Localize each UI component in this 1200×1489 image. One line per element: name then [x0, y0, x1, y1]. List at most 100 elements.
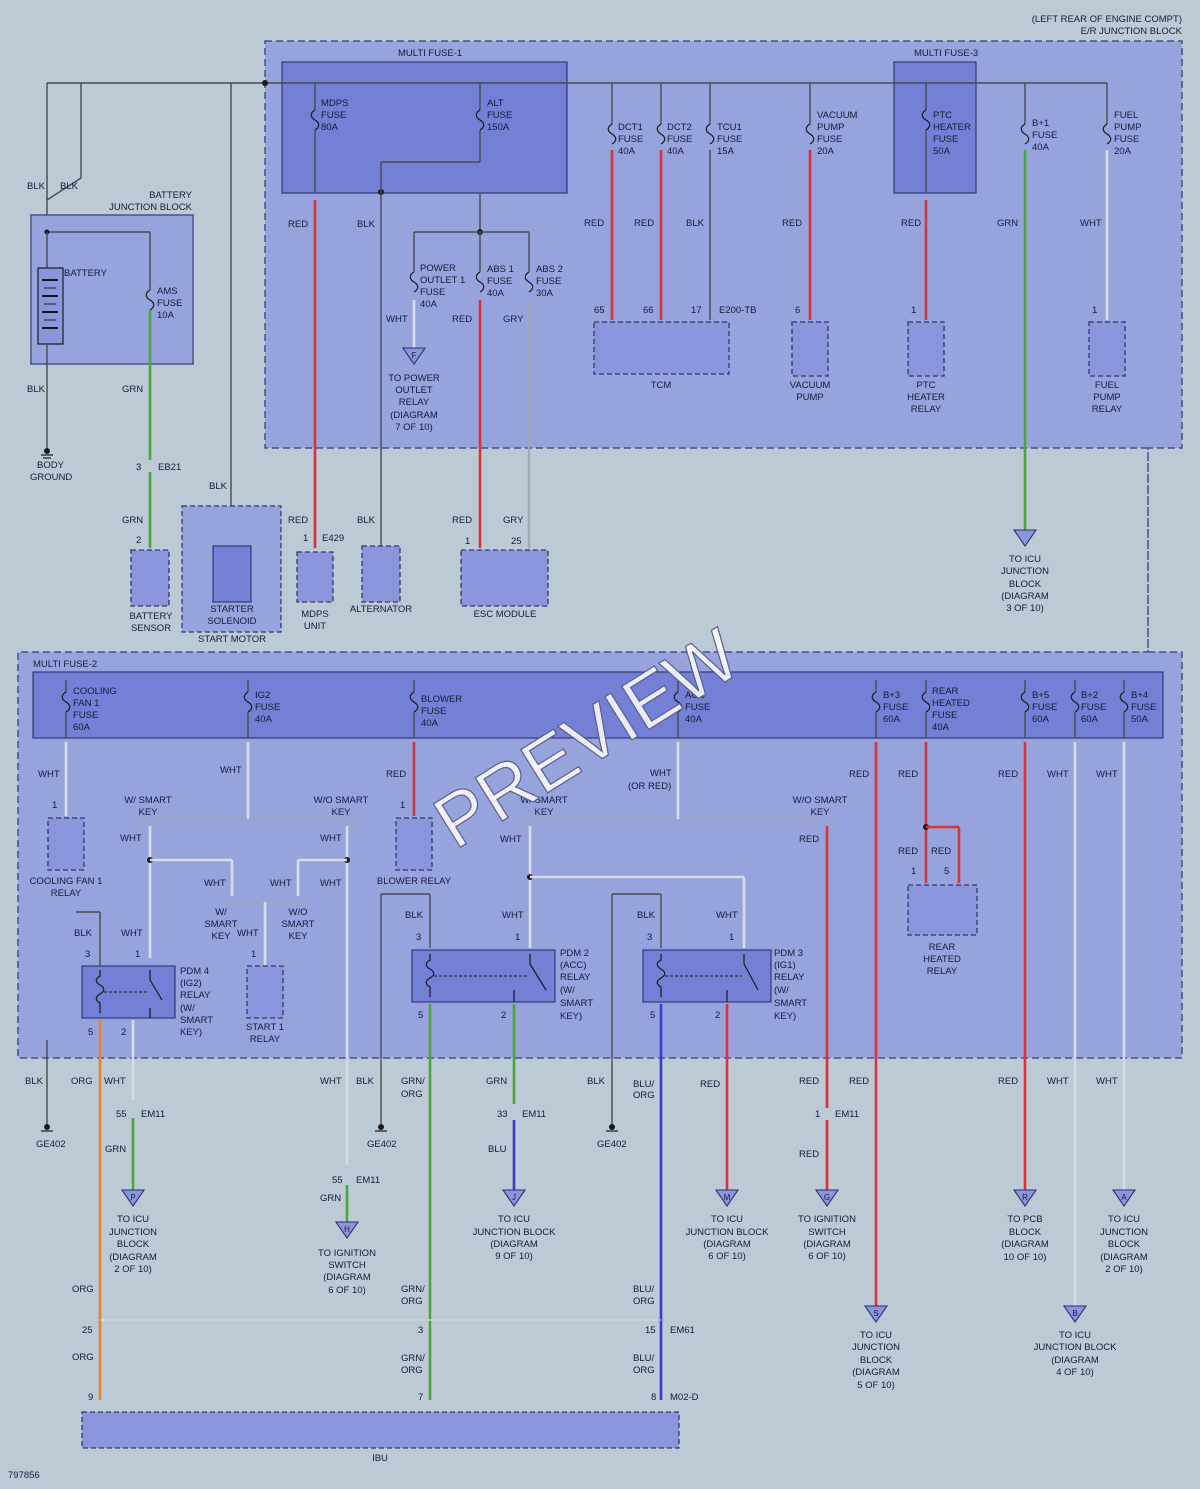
b1-fuse-1: B+1	[1032, 118, 1049, 129]
pin-3-eb21: 3	[136, 462, 141, 473]
wire-color-red-abs1-2: RED	[452, 515, 472, 526]
wire-color-red-m: RED	[700, 1079, 720, 1090]
ams-fuse-line-1: AMS	[157, 286, 178, 297]
without-smart-key-b2: KEY	[810, 807, 830, 818]
pin-1-cooling: 1	[52, 800, 57, 811]
wo-smart-short-3: KEY	[288, 931, 308, 942]
wire-color-red-mdps: RED	[288, 219, 308, 230]
battery-sensor-line-1: BATTERY	[130, 611, 174, 622]
dest-ign-h-4: 6 OF 10)	[328, 1285, 366, 1296]
start1-relay-2: RELAY	[250, 1034, 281, 1045]
tcm-label: TCM	[651, 380, 672, 391]
er-junction-block-region	[17, 40, 1183, 1059]
pdm3-relay-icon	[656, 954, 759, 1002]
b2-fuse-2: FUSE	[1081, 702, 1106, 713]
pin-9-ibu: 9	[88, 1392, 93, 1403]
pin-3-pdm2: 3	[416, 932, 421, 943]
fuel-pump-relay	[1088, 321, 1126, 377]
wire-color-org-1: ORG	[71, 1076, 93, 1087]
mdps-unit-line-1: MDPS	[301, 609, 328, 620]
ptc-fuse-4: 50A	[933, 146, 951, 157]
connector-m-letter: M	[724, 1193, 731, 1202]
dest-icu2b-5: 2 OF 10)	[1105, 1264, 1143, 1275]
b3-fuse-1: B+3	[883, 690, 900, 701]
wire-color-grn-b1: GRN	[997, 218, 1018, 229]
wire-color-blu-org-2b: ORG	[633, 1296, 655, 1307]
connector-a	[1111, 1189, 1137, 1207]
cooling-fuse-3: FUSE	[73, 710, 98, 721]
dest-icu6-1: TO ICU	[711, 1214, 743, 1225]
ground-ge402-1	[41, 1124, 53, 1132]
wire-color-red-b5b: RED	[998, 1076, 1018, 1087]
blower-fuse-3: 40A	[421, 718, 439, 729]
dest-icu6-2: JUNCTION BLOCK	[686, 1227, 770, 1238]
battery-jb-title-1: BATTERY	[149, 190, 193, 201]
ground-ge402-2	[375, 1124, 387, 1132]
multi-fuse-1	[281, 61, 568, 194]
wire-color-blk-2: BLK	[60, 181, 79, 192]
dest-icu4-1: TO ICU	[1059, 1330, 1091, 1341]
blower-fuse-2: FUSE	[421, 706, 446, 717]
em11-1: EM11	[141, 1109, 165, 1120]
dest-power-outlet-5: 7 OF 10)	[395, 422, 433, 433]
ptc-fuse-1: PTC	[933, 110, 952, 121]
pin-6-vacuum: 6	[795, 305, 800, 316]
dest-power-outlet-1: TO POWER	[388, 373, 440, 384]
wire-color-blu-j: BLU	[488, 1144, 507, 1155]
with-smart-key-1: W/ SMART	[124, 795, 172, 806]
vacuum-pump-2: PUMP	[796, 392, 823, 403]
tcm	[593, 321, 730, 375]
dest-ign-g-2: SWITCH	[808, 1227, 846, 1238]
pin-5-pdm2: 5	[418, 1010, 423, 1021]
power-outlet-fuse-2: OUTLET 1	[420, 275, 465, 286]
wire-color-gry-abs2-2: GRY	[503, 515, 524, 526]
dest-icu2a-2: JUNCTION	[109, 1227, 157, 1238]
esc-module	[460, 549, 549, 607]
wo-smart-short-2: SMART	[281, 919, 314, 930]
cooling-fuse-1: COOLING	[73, 686, 117, 697]
b4-fuse-3: 50A	[1131, 714, 1149, 725]
wire-color-grn-ams: GRN	[122, 384, 143, 395]
dest-ign-g-1: TO IGNITION	[798, 1214, 856, 1225]
abs2-fuse-1: ABS 2	[536, 264, 563, 275]
diagram-id: 797856	[8, 1470, 40, 1481]
wire-color-grn-org-2b: ORG	[401, 1296, 423, 1307]
pdm4-relay-icon	[95, 970, 163, 1018]
pdm4-3: RELAY	[180, 990, 211, 1001]
pdm2-3: RELAY	[560, 972, 591, 983]
with-smart-key-2: KEY	[138, 807, 158, 818]
without-smart-key-2: KEY	[331, 807, 351, 818]
pdm2-5: SMART	[560, 998, 593, 1009]
wire-color-blk-alt-2: BLK	[357, 515, 376, 526]
acc-branch	[519, 742, 837, 948]
ground-ge402-3	[606, 1124, 618, 1132]
pin-5-rear: 5	[944, 866, 949, 877]
pin-65: 65	[594, 305, 605, 316]
dest-icu6-4: 6 OF 10)	[708, 1251, 746, 1262]
wire-color-wht-ig2: WHT	[220, 765, 242, 776]
dest-pcb-3: (DIAGRAM	[1001, 1239, 1049, 1250]
mdps-unit	[296, 551, 334, 603]
pdm4-2: (IG2)	[180, 978, 202, 989]
rear-fuse-1: REAR	[932, 686, 959, 697]
pin-17: 17	[691, 305, 702, 316]
wire-color-wht-acc-1: WHT	[650, 768, 672, 779]
ge402-3: GE402	[597, 1139, 627, 1150]
multi-fuse-3-title: MULTI FUSE-3	[914, 48, 978, 59]
wire-color-grn-org-1a: GRN/	[401, 1076, 425, 1087]
rear-fuse-4: 40A	[932, 722, 950, 733]
smart-short-1: W/	[215, 907, 227, 918]
dest-ign-h-2: SWITCH	[328, 1260, 366, 1271]
connector-g	[814, 1189, 840, 1207]
wire-color-red-b3a: RED	[849, 769, 869, 780]
pin-1-pdm4: 1	[135, 949, 140, 960]
connector-e200: E200-TB	[719, 305, 757, 316]
start-1-relay	[246, 965, 284, 1019]
pdm3-1: PDM 3	[774, 948, 803, 959]
wire-color-wht-b2a: WHT	[1047, 769, 1069, 780]
connector-e429: E429	[322, 533, 344, 544]
pdm2-relay-icon	[425, 954, 547, 1002]
pin-2-pdm2: 2	[501, 1010, 506, 1021]
wo-smart-short-1: W/O	[289, 907, 308, 918]
